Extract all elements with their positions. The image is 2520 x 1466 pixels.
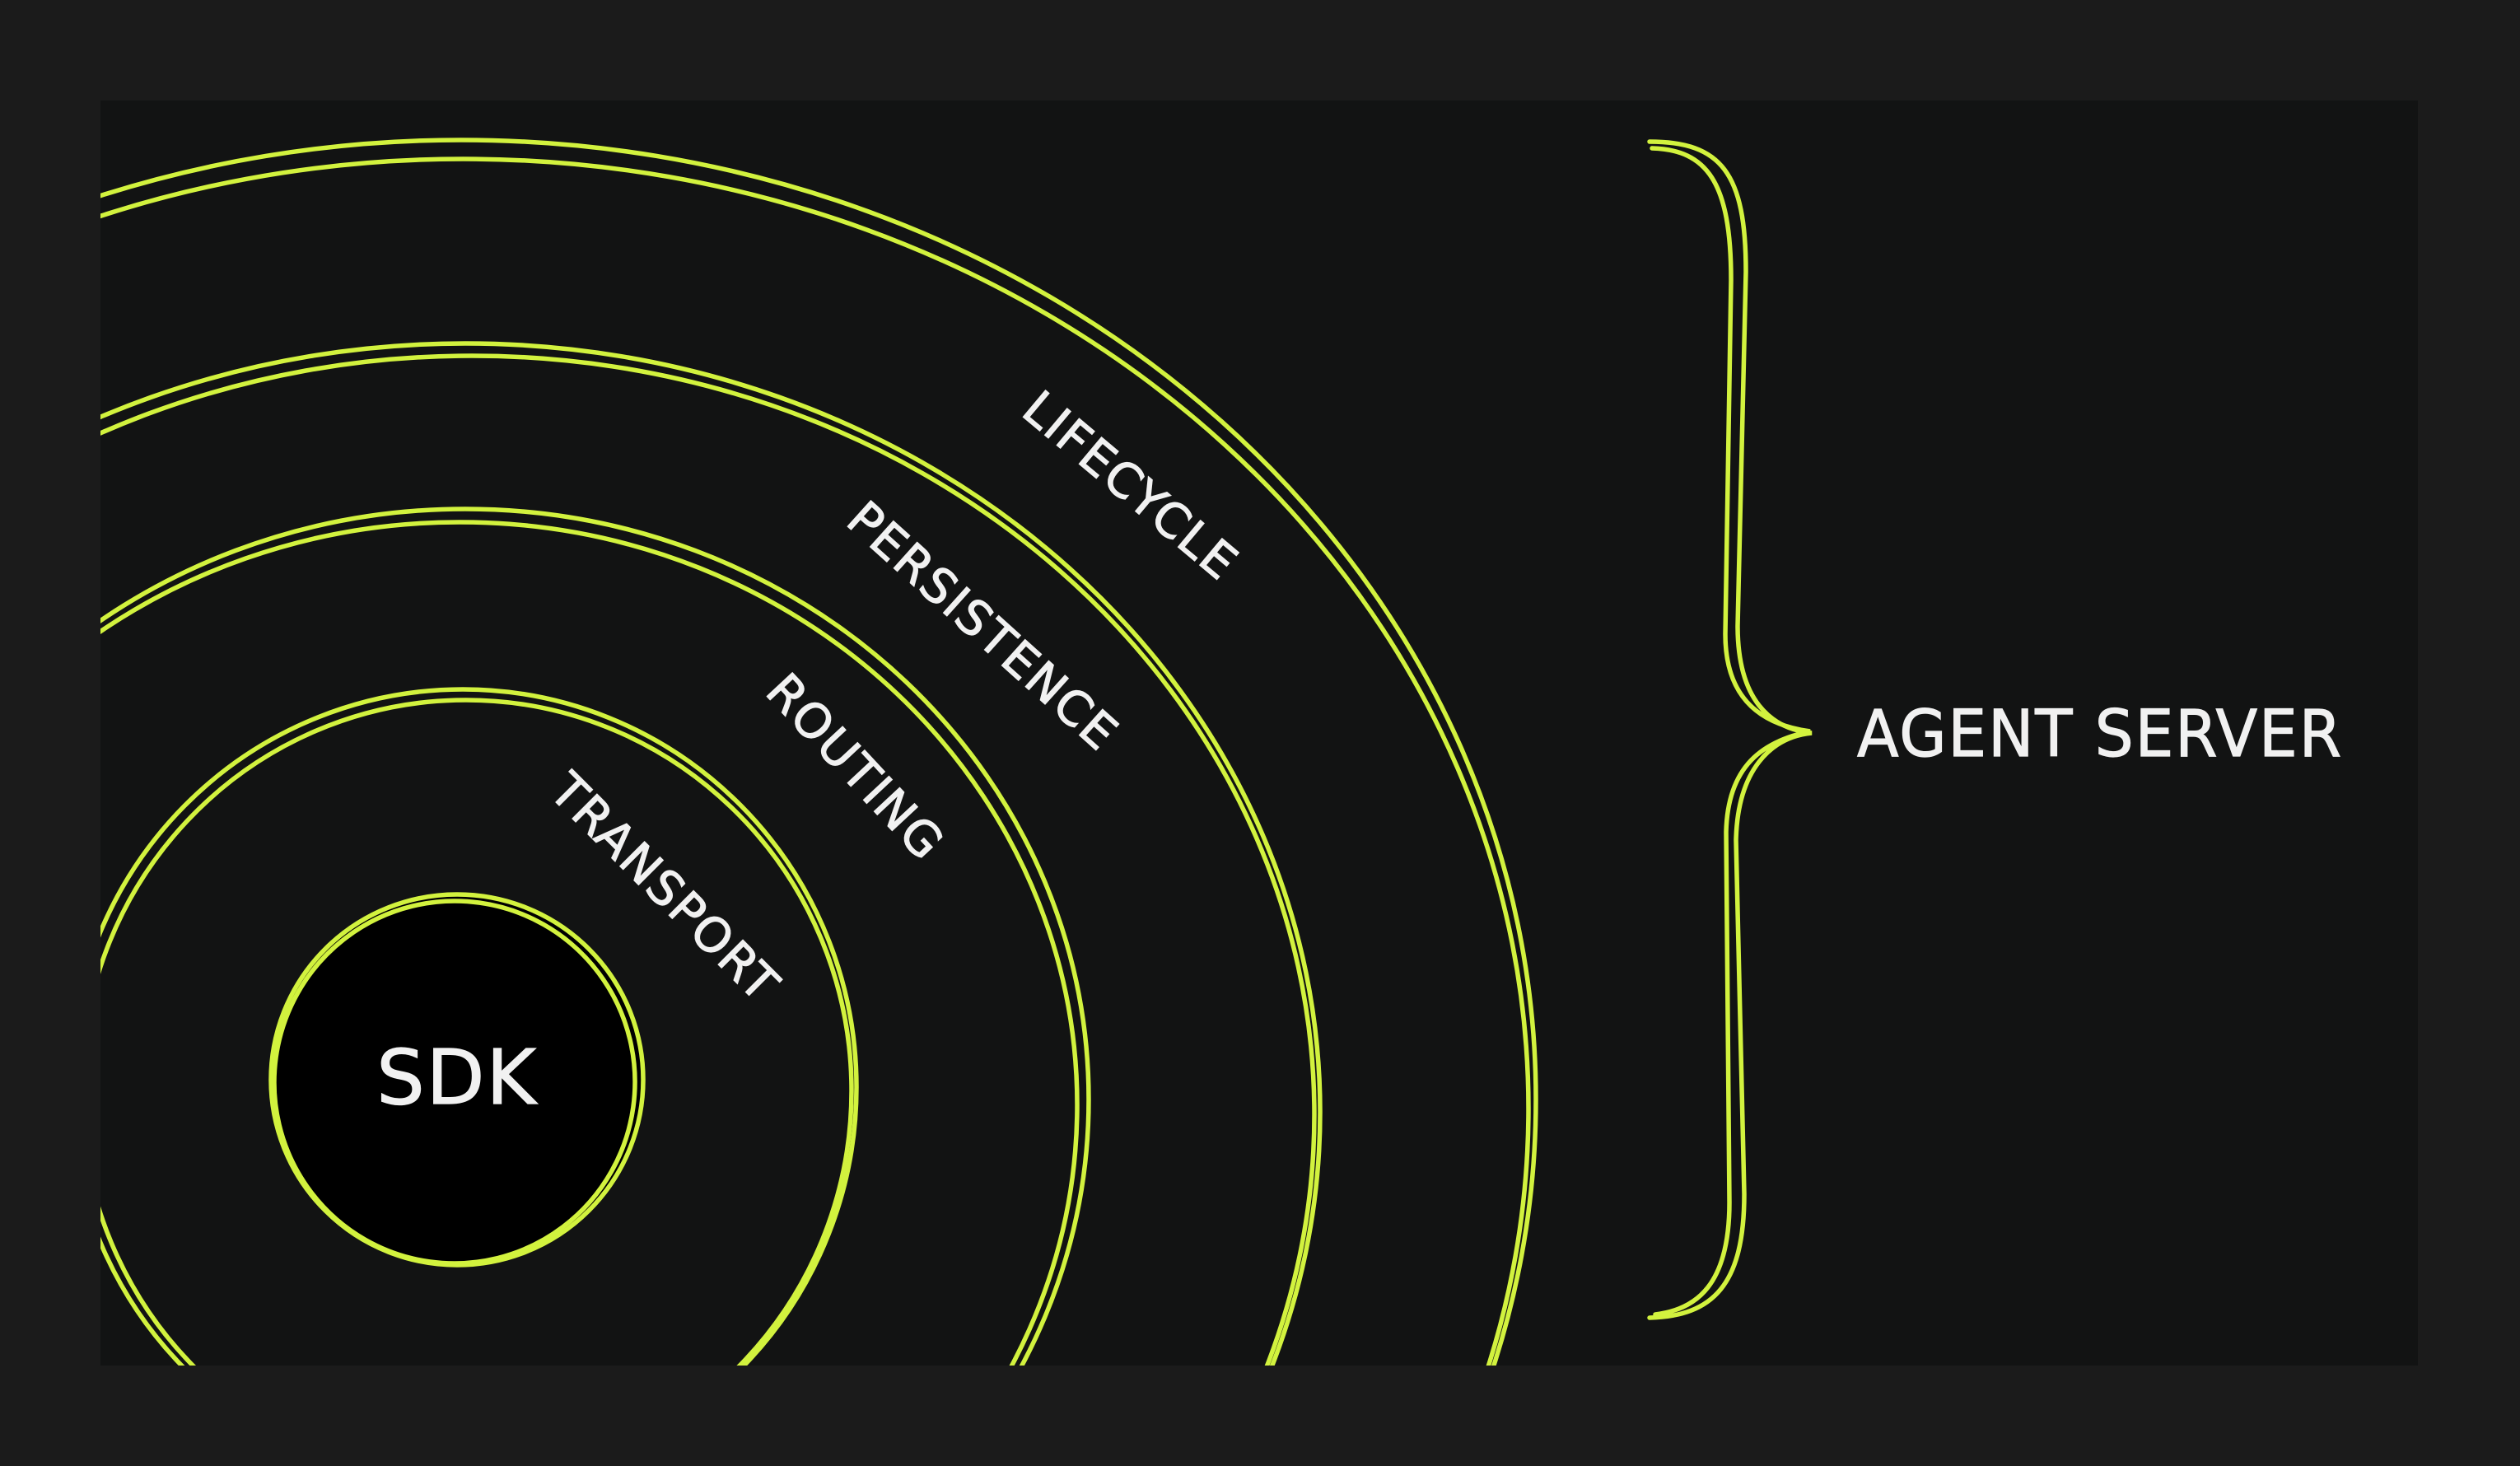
sdk-core-circle <box>268 892 646 1268</box>
ring-lifecycle <box>100 138 1538 1366</box>
ring-routing <box>100 507 1091 1366</box>
curly-brace-icon <box>1647 139 1813 1320</box>
layer-label-persistence: PERSISTENCE <box>837 490 1130 762</box>
ring-persistence <box>100 341 1323 1366</box>
agent-server-label: AGENT SERVER <box>1857 698 2343 772</box>
sdk-label: SDK <box>376 1034 538 1122</box>
ring-transport <box>100 687 859 1366</box>
layer-label-routing: ROUTING <box>755 663 955 872</box>
